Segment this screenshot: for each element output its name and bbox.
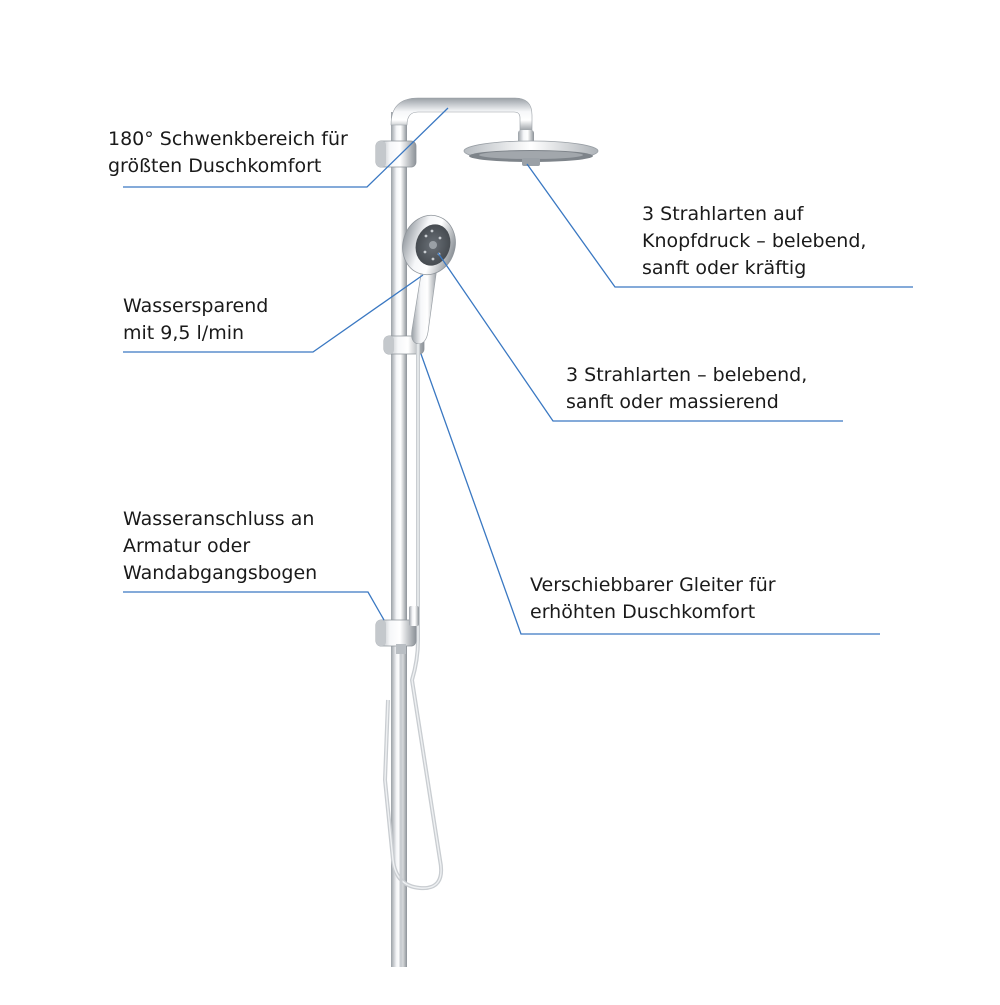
annotation-line: Wassersparend <box>123 295 269 317</box>
annotation-line: mit 9,5 l/min <box>123 322 245 344</box>
leader-hand-spray <box>437 252 843 422</box>
annotation-line: Wasseranschluss an <box>123 508 315 530</box>
leader-connection <box>123 591 385 621</box>
leader-swivel <box>123 107 449 188</box>
annotation-line: erhöhten Duschkomfort <box>530 601 756 623</box>
leader-head-spray <box>526 163 913 288</box>
annotation-line: 3 Strahlarten – belebend, <box>566 364 808 386</box>
annotation-water-connection: Wasseranschluss an Armatur oder Wandabga… <box>123 506 317 587</box>
annotation-line: Armatur oder <box>123 535 251 557</box>
annotation-line: sanft oder kräftig <box>642 257 807 279</box>
annotation-line: Verschiebbarer Gleiter für <box>530 574 776 596</box>
annotation-line: 3 Strahlarten auf <box>642 203 804 225</box>
riser-pipe <box>391 112 407 967</box>
diverter-valve <box>409 606 419 626</box>
annotation-swivel-range: 180° Schwenkbereich für größten Duschkom… <box>108 126 348 180</box>
annotation-line: 180° Schwenkbereich für <box>108 128 348 150</box>
head-shower-button <box>522 158 540 166</box>
annotation-slider: Verschiebbarer Gleiter für erhöhten Dusc… <box>530 572 776 626</box>
annotation-hand-shower-spray: 3 Strahlarten – belebend, sanft oder mas… <box>566 362 807 416</box>
annotation-line: sanft oder massierend <box>566 391 779 413</box>
leader-water-saving <box>123 274 424 353</box>
annotation-line: größten Duschkomfort <box>108 155 322 177</box>
annotation-water-saving: Wassersparend mit 9,5 l/min <box>123 293 268 347</box>
leader-lines <box>123 107 913 635</box>
shower-arm <box>390 97 533 133</box>
leader-slider <box>420 353 880 635</box>
annotation-line: Knopfdruck – belebend, <box>642 230 867 252</box>
annotation-head-shower-spray: 3 Strahlarten auf Knopfdruck – belebend,… <box>642 201 866 282</box>
annotation-line: Wandabgangsbogen <box>123 562 318 584</box>
